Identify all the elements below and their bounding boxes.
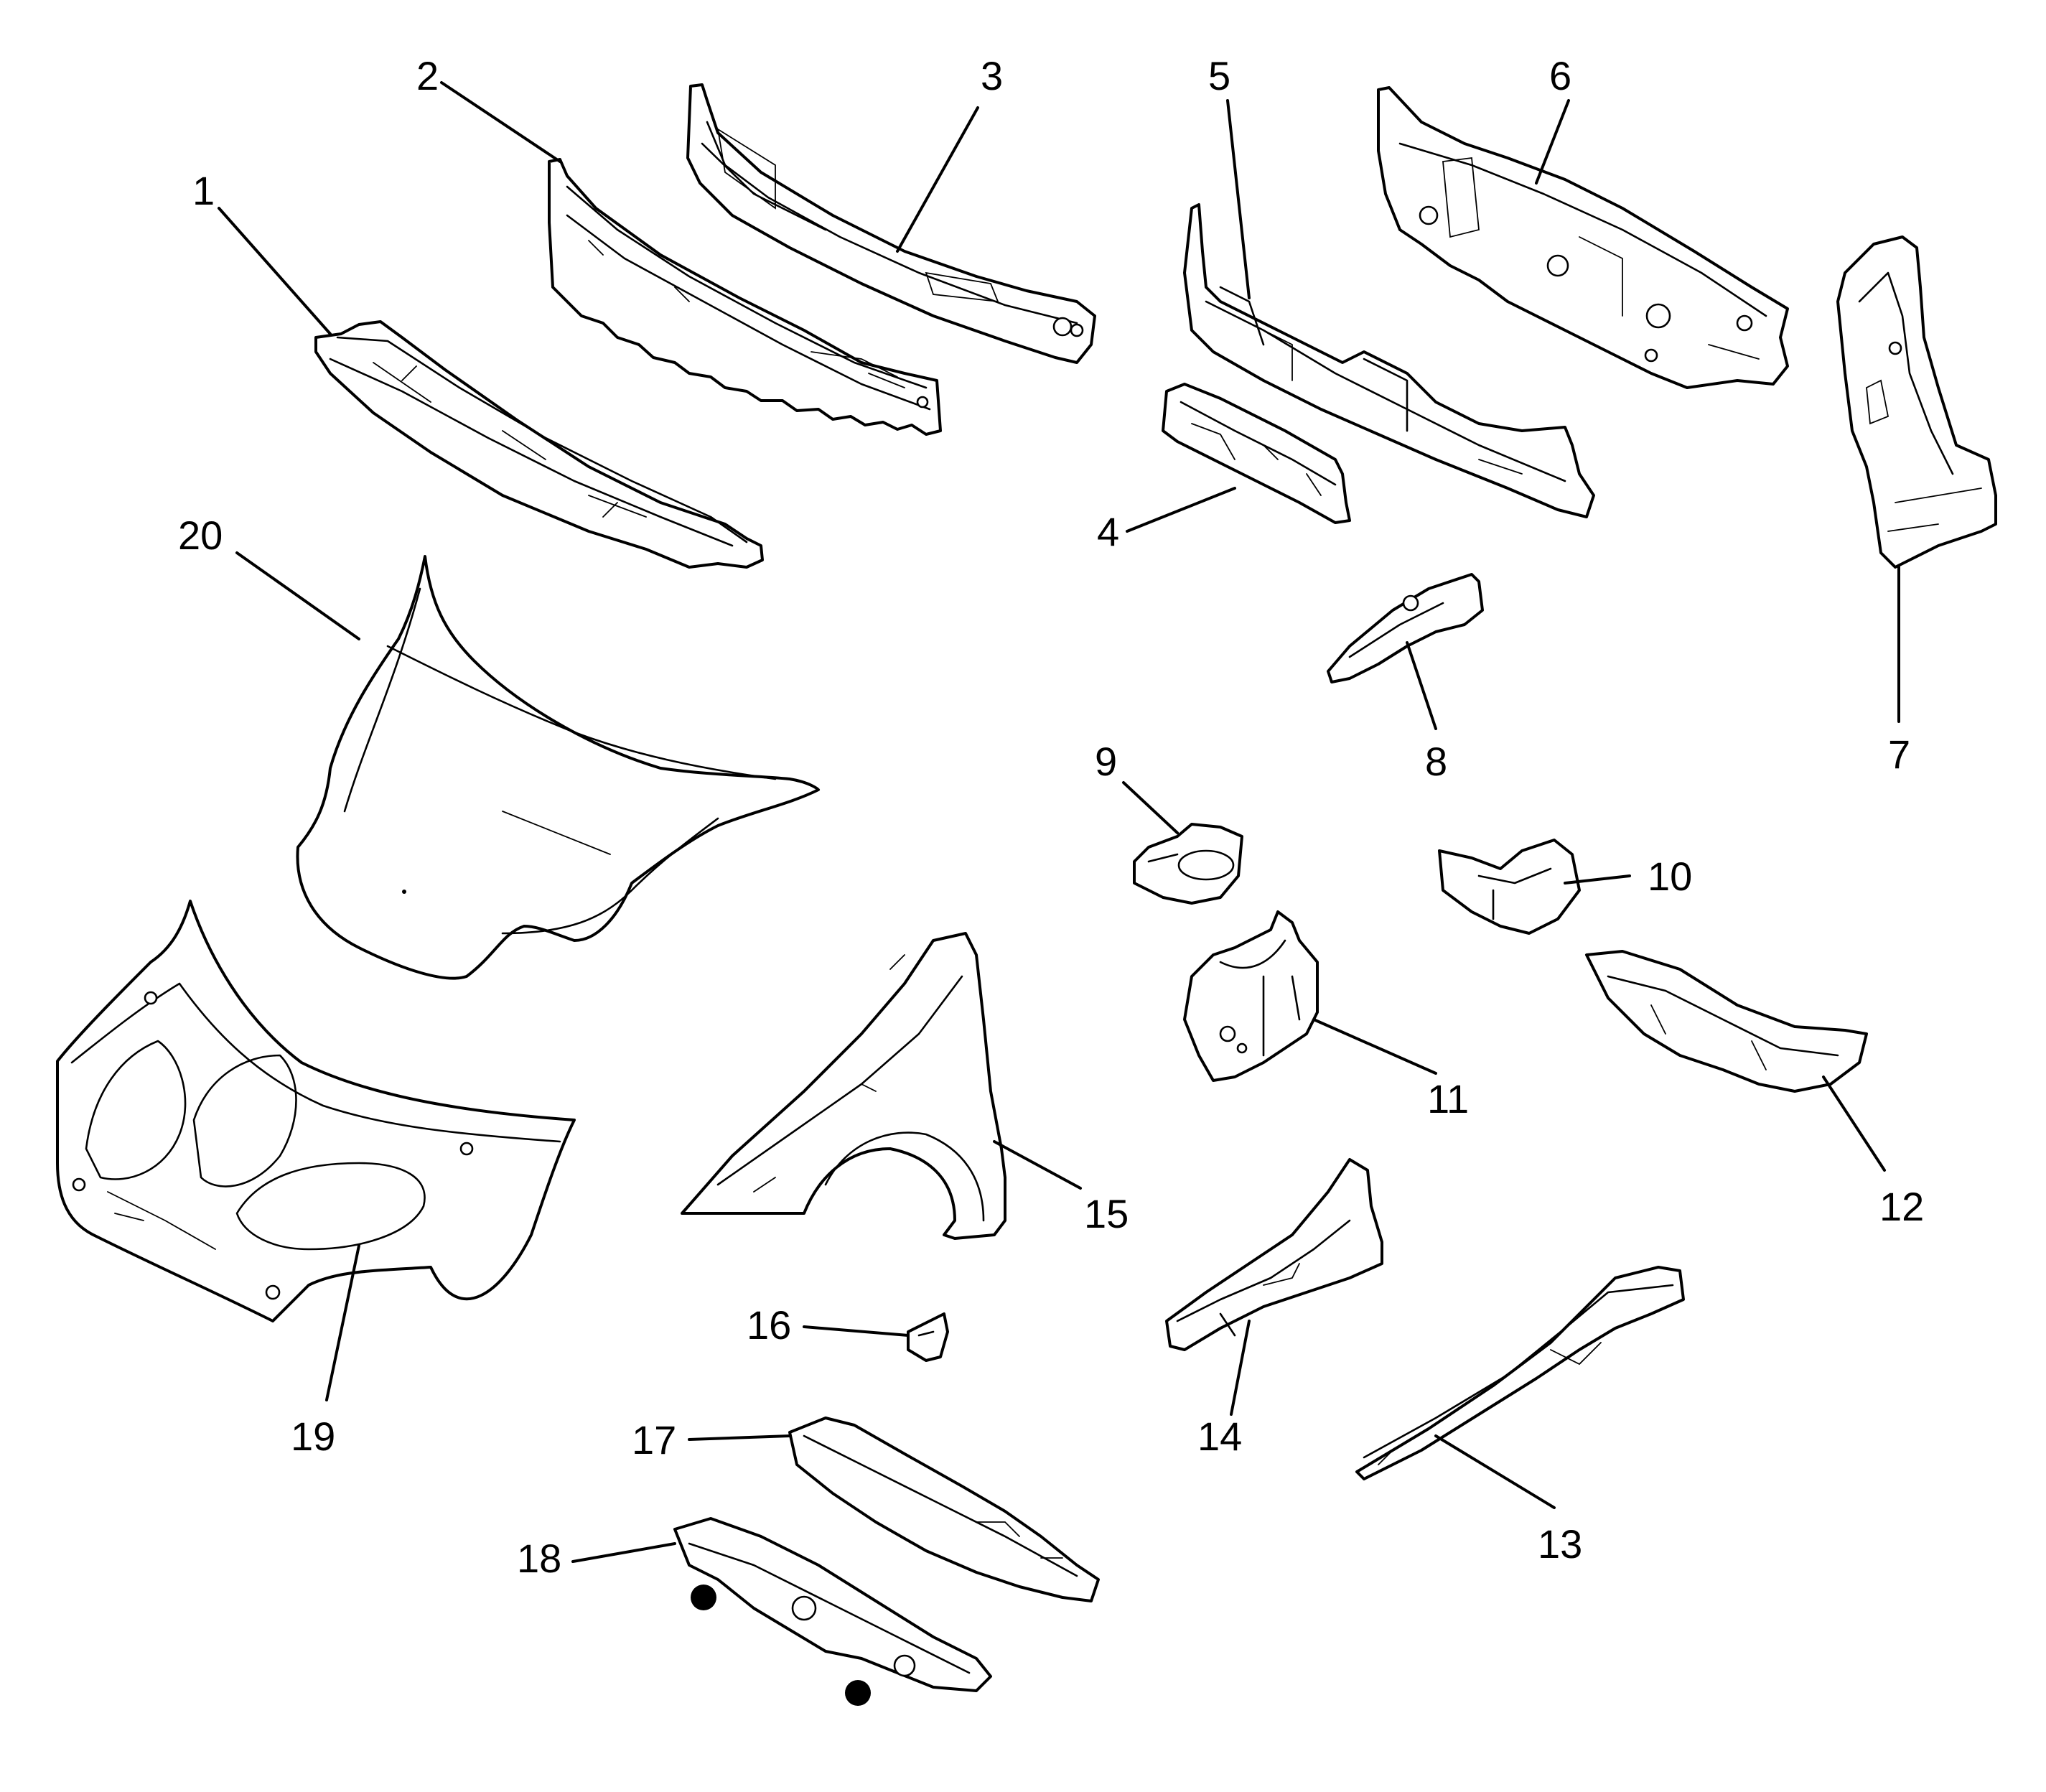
leader-19	[325, 1244, 360, 1401]
leader-9	[1122, 781, 1179, 834]
part-20	[296, 555, 820, 980]
callout-8: 8	[1425, 739, 1447, 784]
leader-10	[1564, 874, 1631, 885]
leader-17	[688, 1434, 791, 1441]
callout-15: 15	[1084, 1191, 1129, 1236]
part-16	[907, 1312, 949, 1362]
leader-2	[440, 81, 561, 163]
part-15	[681, 932, 1006, 1240]
part-9	[1133, 823, 1243, 905]
part-5	[1183, 203, 1595, 518]
part-6	[1377, 86, 1789, 389]
callout-12: 12	[1879, 1184, 1924, 1229]
part-1	[314, 320, 764, 569]
callout-1: 1	[192, 168, 215, 213]
leader-12	[1822, 1075, 1886, 1172]
callout-2: 2	[416, 53, 439, 98]
part-11	[1183, 910, 1319, 1082]
callout-10: 10	[1648, 854, 1692, 899]
leader-6	[1535, 99, 1570, 185]
leader-lines	[218, 81, 1900, 1563]
leader-16	[803, 1325, 910, 1337]
callout-11: 11	[1427, 1076, 1469, 1121]
part-18	[673, 1517, 992, 1706]
leader-11	[1312, 1018, 1437, 1075]
leader-1	[218, 207, 332, 335]
leader-20	[235, 551, 360, 640]
leader-13	[1434, 1434, 1556, 1509]
callout-20: 20	[178, 513, 223, 558]
leader-15	[993, 1140, 1082, 1190]
callout-17: 17	[632, 1417, 676, 1462]
callout-9: 9	[1095, 739, 1117, 784]
leader-5	[1226, 99, 1251, 299]
callout-7: 7	[1888, 732, 1910, 777]
part-14	[1165, 1158, 1383, 1351]
part-8	[1327, 573, 1484, 683]
part-3	[686, 83, 1096, 364]
part-13	[1355, 1266, 1685, 1480]
callout-13: 13	[1538, 1521, 1582, 1567]
leader-4	[1126, 487, 1236, 533]
part-10	[1438, 839, 1581, 935]
callout-16: 16	[747, 1302, 791, 1348]
callout-3: 3	[981, 53, 1003, 98]
leader-3	[896, 106, 979, 253]
part-17	[788, 1417, 1100, 1602]
callout-5: 5	[1208, 53, 1230, 98]
callout-6: 6	[1549, 53, 1571, 98]
callout-18: 18	[517, 1536, 561, 1581]
leader-8	[1406, 641, 1437, 730]
leader-14	[1230, 1320, 1251, 1416]
part-4	[1162, 383, 1351, 524]
part-7	[1836, 235, 1997, 569]
callout-4: 4	[1097, 509, 1119, 554]
part-12	[1585, 950, 1868, 1093]
callout-19: 19	[291, 1414, 335, 1459]
part-19	[56, 900, 576, 1322]
callout-14: 14	[1197, 1414, 1242, 1459]
part-2	[548, 158, 942, 436]
callout-labels: 1 2 3 4 5 6 7 8 9 10 11 12 13 14 15 16 1…	[178, 53, 1924, 1581]
leader-18	[571, 1542, 676, 1563]
